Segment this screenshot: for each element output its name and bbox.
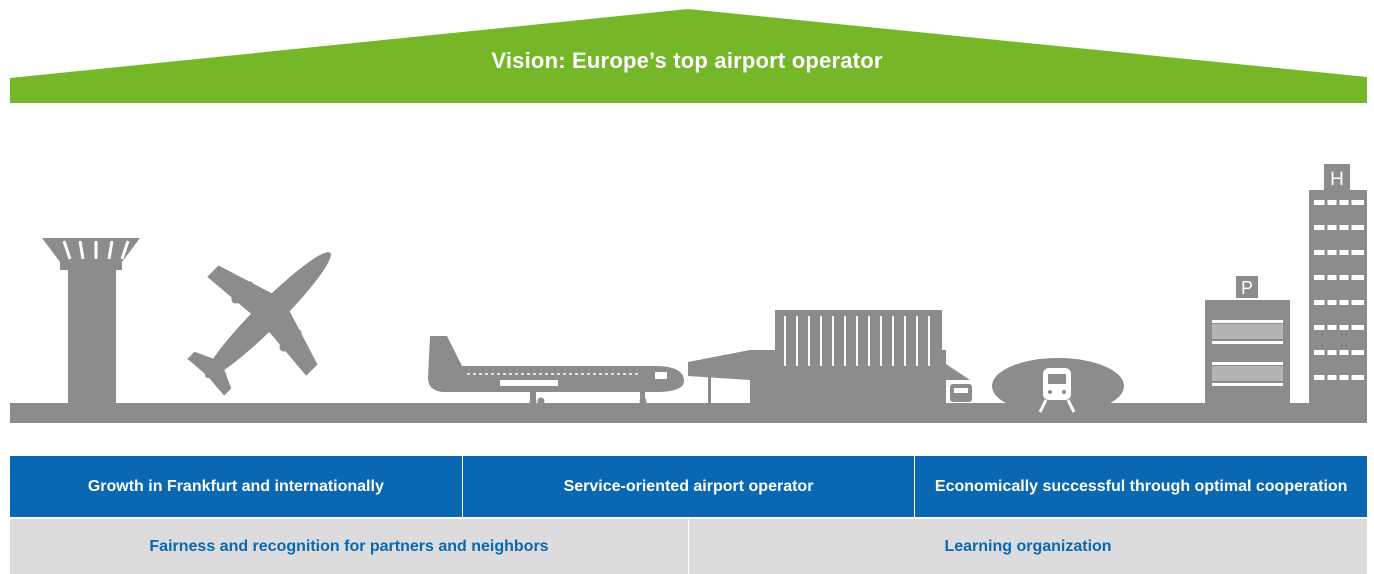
ground-strip bbox=[10, 403, 1367, 423]
strategy-pillars: Growth in Frankfurt and internationally … bbox=[10, 456, 1367, 517]
foundation-learning: Learning organization bbox=[944, 537, 1112, 555]
strategy-foundation: Fairness and recognition for partners an… bbox=[10, 519, 1367, 574]
terminal-building-icon bbox=[750, 310, 970, 404]
control-tower-icon bbox=[42, 238, 140, 404]
vision-roof bbox=[10, 9, 1367, 103]
parking-letter: P bbox=[1241, 278, 1253, 298]
parked-airplane-icon bbox=[428, 336, 684, 405]
hotel-letter: H bbox=[1330, 169, 1344, 190]
parking-garage-icon bbox=[1205, 276, 1290, 404]
airport-illustration: P H bbox=[10, 164, 1367, 423]
pillar-service: Service-oriented airport operator bbox=[463, 456, 916, 517]
pillar-economic-success: Economically successful through optimal … bbox=[934, 478, 1348, 495]
roof-shape bbox=[10, 9, 1367, 103]
departing-plane-icon bbox=[187, 252, 331, 396]
vision-title: Vision: Europe’s top airport operator bbox=[491, 48, 883, 73]
jet-bridge-icon bbox=[688, 350, 750, 404]
pillar-growth: Growth in Frankfurt and internationally bbox=[10, 456, 463, 517]
foundation-fairness: Fairness and recognition for partners an… bbox=[10, 519, 689, 574]
